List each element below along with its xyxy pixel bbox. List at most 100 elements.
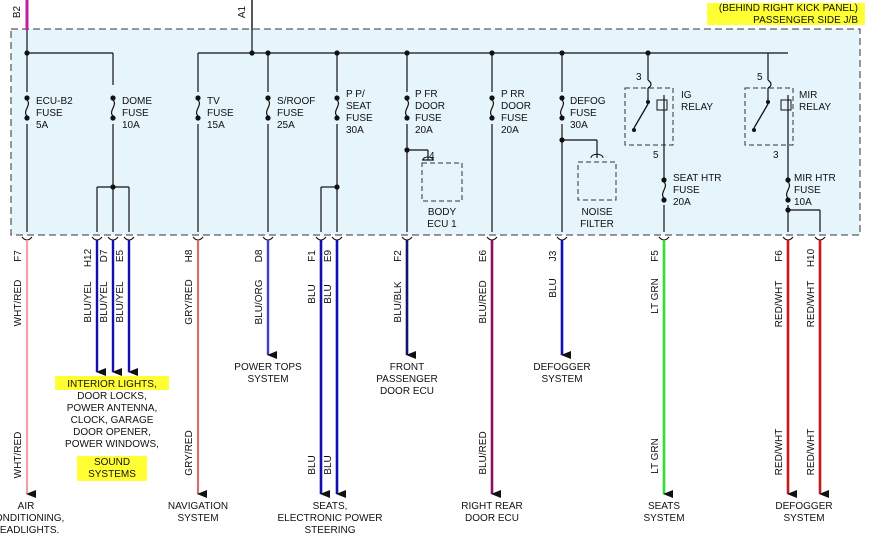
fuse-seat-htr-l3: 20A	[673, 197, 691, 208]
fuse-pfr-l1: P FR	[415, 89, 438, 100]
dest-navigation-l2: SYSTEM	[177, 513, 218, 524]
fuse-defog-l3: 30A	[570, 120, 588, 131]
dest-air-l3: HEADLIGHTS.	[0, 525, 59, 535]
mir-relay-pin-in: 5	[757, 72, 763, 83]
wire-f6-bottom: RED/WHT	[774, 429, 785, 476]
dest-defogger-right-l2: SYSTEM	[783, 513, 824, 524]
wire-d8-top: BLU/ORG	[254, 279, 265, 324]
dest-front-passenger: FRONT PASSENGER DOOR ECU	[376, 362, 438, 397]
pin-labels: F7 H12 D7 E5 H8 D8 F1 E9 F2 E6 J3 F5 F6 …	[13, 248, 817, 267]
wire-j3-top: BLU	[548, 278, 559, 297]
wire-h8-bottom: GRY/RED	[184, 430, 195, 475]
wire-f7-bottom: WHT/RED	[13, 432, 24, 479]
wire-f6-top: RED/WHT	[774, 281, 785, 328]
wire-h10-bottom: RED/WHT	[806, 429, 817, 476]
dest-power-tops: POWER TOPS SYSTEM	[234, 362, 302, 385]
jb-location-line2: PASSENGER SIDE J/B	[753, 15, 858, 26]
wire-d7-top: BLU/YEL	[99, 281, 110, 323]
fuse-pfr-l3: FUSE	[415, 113, 442, 124]
fuse-tv	[195, 95, 201, 121]
dest-interior: INTERIOR LIGHTS, DOOR LOCKS, POWER ANTEN…	[65, 379, 159, 480]
jb-location-line1: (BEHIND RIGHT KICK PANEL)	[719, 3, 858, 14]
ig-relay-l2: RELAY	[681, 102, 713, 113]
body-ecu-block: 4 BODY ECU 1	[421, 151, 463, 230]
dest-power-tops-l2: SYSTEM	[247, 374, 288, 385]
wire-e6-bottom: BLU/RED	[478, 431, 489, 474]
ig-relay: 3 5 IG RELAY	[624, 72, 713, 161]
dest-defogger-right: DEFOGGER SYSTEM	[775, 501, 832, 524]
ig-relay-pin-in: 3	[636, 72, 642, 83]
mir-relay-l2: RELAY	[799, 102, 831, 113]
fuse-mir-htr	[785, 177, 791, 203]
pin-d8: D8	[254, 249, 265, 262]
pin-e9: E9	[323, 249, 334, 262]
fuse-sroof	[265, 95, 271, 121]
output-wires	[25, 240, 829, 498]
wire-f5-bottom: LT GRN	[650, 438, 661, 474]
dest-air: AIR CONDITIONING, HEADLIGHTS.	[0, 501, 64, 535]
pin-h8: H8	[184, 249, 195, 262]
noise-filter-l1: NOISE	[581, 207, 612, 218]
wire-labels-top: WHT/RED BLU/YEL BLU/YEL BLU/YEL GRY/RED …	[13, 278, 817, 327]
fuse-prr-l1: P RR	[501, 89, 525, 100]
fuse-defog-l1: DEFOG	[570, 96, 606, 107]
fuse-pfr-l4: 20A	[415, 125, 433, 136]
dest-interior-l2: DOOR LOCKS,	[77, 391, 146, 402]
pin-f5: F5	[650, 250, 661, 262]
dest-seats-l2: SYSTEM	[643, 513, 684, 524]
fuse-ecu-b2-l3: 5A	[36, 120, 49, 131]
junction-box	[10, 28, 861, 236]
dest-interior-l8: SYSTEMS	[88, 469, 136, 480]
dest-navigation: NAVIGATION SYSTEM	[168, 501, 228, 524]
wire-e9-bottom: BLU	[323, 455, 334, 474]
fuse-pp-seat-l2: SEAT	[346, 101, 371, 112]
wire-e6-top: BLU/RED	[478, 280, 489, 323]
fuse-mir-htr-l3: 10A	[794, 197, 812, 208]
mir-relay: 5 3 MIR RELAY	[744, 72, 831, 161]
pin-e6: E6	[478, 249, 489, 262]
wire-f7-top: WHT/RED	[13, 280, 24, 327]
fuse-pp-seat	[334, 95, 340, 121]
wire-f1-bottom: BLU	[307, 455, 318, 474]
pin-f7: F7	[13, 250, 24, 262]
dest-right-rear: RIGHT REAR DOOR ECU	[461, 501, 523, 524]
fuse-mir-htr-l1: MIR HTR	[794, 173, 836, 184]
fuse-dome	[110, 95, 116, 121]
fuse-tv-l3: 15A	[207, 120, 225, 131]
fuse-defog-l2: FUSE	[570, 108, 597, 119]
fuse-prr-door	[489, 95, 495, 121]
dest-seats-eps-l3: STEERING	[304, 525, 355, 535]
dest-interior-l5: DOOR OPENER,	[73, 427, 151, 438]
fuse-prr-l3: FUSE	[501, 113, 528, 124]
pin-h12: H12	[83, 248, 94, 267]
dest-right-rear-l1: RIGHT REAR	[461, 501, 523, 512]
fuse-defog	[559, 95, 565, 121]
pin-a1: A1	[237, 5, 248, 18]
fuse-tv-l1: TV	[207, 96, 220, 107]
dest-seats-l1: SEATS	[648, 501, 680, 512]
dest-defogger-mid-l1: DEFOGGER	[533, 362, 590, 373]
ig-relay-pin-out: 5	[653, 150, 659, 161]
dest-power-tops-l1: POWER TOPS	[234, 362, 302, 373]
fuse-sroof-l3: 25A	[277, 120, 295, 131]
wire-labels-bottom: WHT/RED GRY/RED BLU BLU BLU/RED LT GRN R…	[13, 429, 817, 479]
dest-air-l1: AIR	[18, 501, 35, 512]
fuse-pp-seat-l3: FUSE	[346, 113, 373, 124]
noise-filter-l2: FILTER	[580, 219, 614, 230]
fuse-prr-l2: DOOR	[501, 101, 531, 112]
dest-interior-l6: POWER WINDOWS,	[65, 439, 159, 450]
fuse-pp-seat-l1: P P/	[346, 89, 365, 100]
noise-filter-block: NOISE FILTER	[577, 153, 617, 230]
mir-relay-pin-out: 3	[773, 150, 779, 161]
wire-e9-top: BLU	[323, 284, 334, 303]
dest-front-passenger-l3: DOOR ECU	[380, 386, 434, 397]
dest-seats-eps-l2: ELECTRONIC POWER	[277, 513, 382, 524]
wire-f5-top: LT GRN	[650, 278, 661, 314]
fuse-ecu-b2-l1: ECU-B2	[36, 96, 73, 107]
fuse-mir-htr-l2: FUSE	[794, 185, 821, 196]
pin-e5: E5	[115, 249, 126, 262]
fuse-dome-l2: FUSE	[122, 108, 149, 119]
fuse-dome-l3: 10A	[122, 120, 140, 131]
body-ecu-l1: BODY	[428, 207, 457, 218]
dest-navigation-l1: NAVIGATION	[168, 501, 228, 512]
